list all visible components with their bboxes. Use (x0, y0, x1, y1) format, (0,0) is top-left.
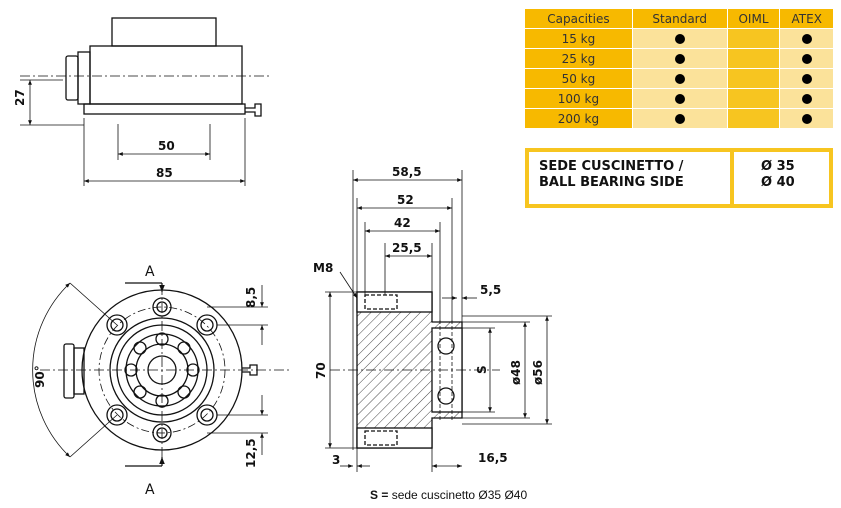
available-dot-icon (674, 34, 685, 44)
capacity-atex-cell (779, 108, 834, 129)
dim-top-inner-width: 50 (158, 139, 175, 153)
bearing-side-box: SEDE CUSCINETTO / BALL BEARING SIDE Ø 35… (525, 148, 833, 208)
section-view (330, 290, 500, 450)
top-body-upper (111, 17, 217, 47)
bearing-note: S = sede cuscinetto Ø35 Ø40 (370, 488, 527, 502)
bearing-label-line-1: SEDE CUSCINETTO / (539, 159, 684, 174)
available-dot-icon (801, 74, 812, 84)
capacities-header-row: Capacities Standard OIML ATEX (524, 8, 834, 29)
bearing-value-2: Ø 40 (761, 175, 795, 190)
capacity-label: 50 kg (524, 68, 633, 89)
section-marker-bottom: A (145, 482, 155, 498)
top-flange (83, 103, 246, 115)
capacity-label: 200 kg (524, 108, 633, 129)
dim-sec-w4: 25,5 (392, 241, 422, 255)
capacity-standard-cell (631, 68, 728, 89)
available-dot-icon (801, 54, 812, 64)
dim-front-angle: 90° (33, 365, 47, 388)
section-dimensions (325, 170, 552, 472)
front-view (32, 282, 290, 467)
bearing-side-label: SEDE CUSCINETTO / BALL BEARING SIDE (529, 152, 734, 204)
section-screw-bottom (364, 430, 398, 446)
available-dot-icon (674, 74, 685, 84)
dim-sec-gap: 5,5 (480, 283, 501, 297)
capacity-row: 25 kg (524, 48, 834, 69)
capacity-label: 15 kg (524, 28, 633, 49)
section-marker-top: A (145, 264, 155, 280)
available-dot-icon (801, 94, 812, 104)
dim-sec-d48: ø48 (509, 360, 523, 385)
capacity-oiml-cell (726, 108, 781, 129)
available-dot-icon (674, 94, 685, 104)
capacity-row: 15 kg (524, 28, 834, 49)
dim-sec-w3: 42 (394, 216, 411, 230)
available-dot-icon (674, 114, 685, 124)
capacity-row: 50 kg (524, 68, 834, 89)
dim-front-offset-bottom: 12,5 (244, 438, 258, 468)
top-left-plate (77, 51, 91, 105)
bearing-label-line-2: BALL BEARING SIDE (539, 175, 684, 190)
dim-sec-w2: 52 (397, 193, 414, 207)
dim-top-outer-width: 85 (156, 166, 173, 180)
top-left-cap (65, 55, 79, 101)
section-screw-top (364, 294, 398, 310)
capacity-label: 25 kg (524, 48, 633, 69)
capacity-atex-cell (779, 68, 834, 89)
available-dot-icon (801, 34, 812, 44)
note-text: sede cuscinetto Ø35 Ø40 (391, 488, 528, 502)
capacity-atex-cell (779, 28, 834, 49)
capacity-oiml-cell (726, 48, 781, 69)
capacity-oiml-cell (726, 88, 781, 109)
section-ball-top (437, 337, 455, 355)
note-symbol: S = (370, 488, 389, 502)
header-oiml: OIML (726, 8, 781, 29)
dim-sec-left-offset: 3 (332, 453, 340, 467)
capacity-standard-cell (631, 108, 728, 129)
capacity-standard-cell (631, 28, 728, 49)
dim-sec-height: 70 (314, 362, 328, 379)
available-dot-icon (674, 54, 685, 64)
capacity-label: 100 kg (524, 88, 633, 109)
dim-sec-w1: 58,5 (392, 165, 422, 179)
capacity-standard-cell (631, 88, 728, 109)
section-ball-bottom (437, 387, 455, 405)
dim-thread: M8 (313, 261, 333, 275)
capacity-row: 100 kg (524, 88, 834, 109)
dim-sec-s: S (475, 365, 489, 374)
front-angle-arc (32, 282, 71, 458)
dim-sec-d56: ø56 (531, 360, 545, 385)
bearing-side-values: Ø 35 Ø 40 (734, 152, 829, 204)
header-atex: ATEX (779, 8, 834, 29)
capacity-atex-cell (779, 48, 834, 69)
front-left-cap (63, 343, 75, 399)
header-standard: Standard (631, 8, 728, 29)
available-dot-icon (801, 114, 812, 124)
capacity-oiml-cell (726, 68, 781, 89)
capacity-oiml-cell (726, 28, 781, 49)
capacity-standard-cell (631, 48, 728, 69)
capacity-row: 200 kg (524, 108, 834, 129)
capacity-atex-cell (779, 88, 834, 109)
dim-front-offset-top: 8,5 (244, 287, 258, 308)
bearing-value-1: Ø 35 (761, 159, 795, 174)
top-fitting (245, 103, 262, 117)
top-body-main (89, 45, 243, 105)
header-capacities: Capacities (524, 8, 633, 29)
top-view (20, 17, 270, 186)
dim-top-height: 27 (13, 89, 27, 106)
dim-sec-right-offset: 16,5 (478, 451, 508, 465)
